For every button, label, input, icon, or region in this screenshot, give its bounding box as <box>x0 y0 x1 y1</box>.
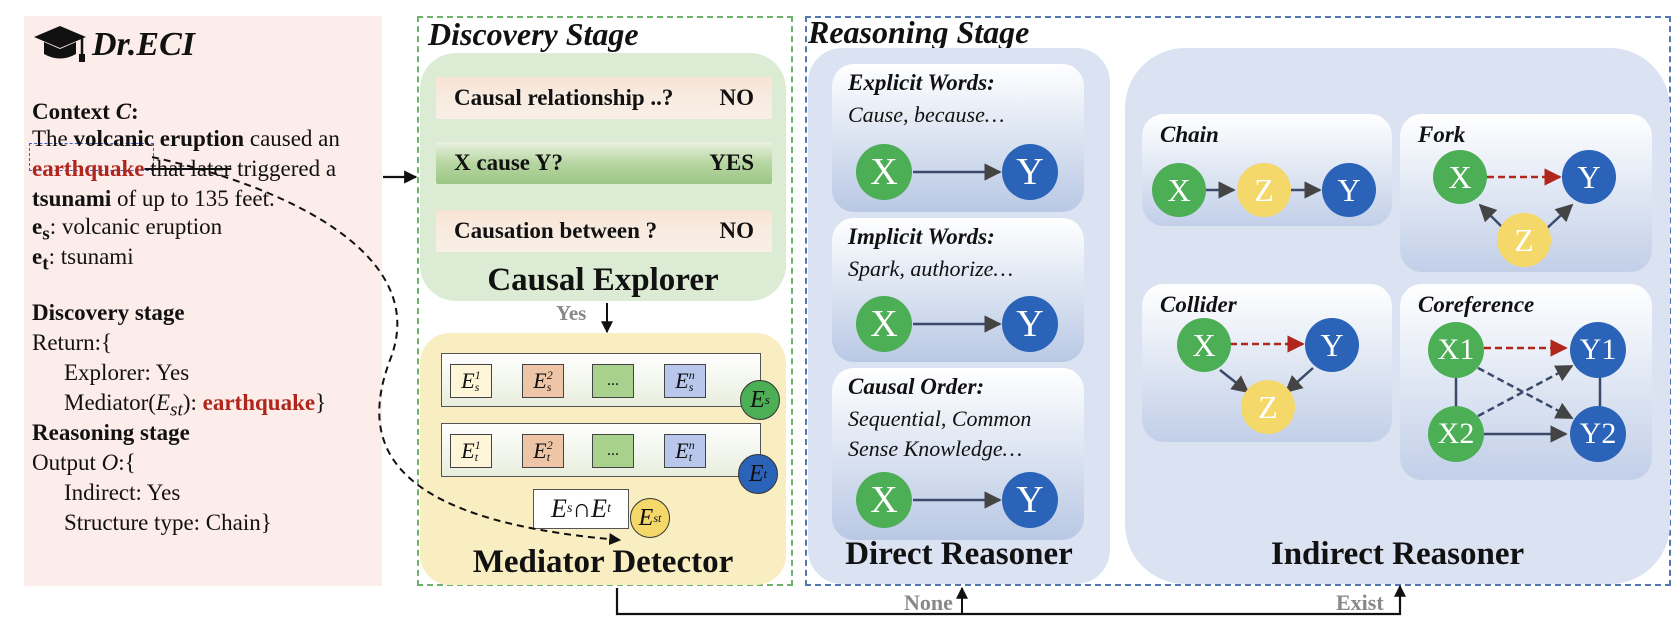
arrow-fork-zy <box>1544 203 1574 231</box>
causal-explorer-label: Causal Explorer <box>487 262 719 298</box>
et-line: et: tsunami <box>32 244 134 275</box>
question-row: X cause Y? YES <box>436 142 772 184</box>
indirect-line: Indirect: Yes <box>64 480 181 505</box>
logo: Dr.ECI <box>32 20 195 70</box>
event-cell: ... <box>592 434 634 468</box>
explicit-words-card: Explicit Words: Cause, because… X Y <box>832 64 1084 212</box>
reasoning-heading: Reasoning stage <box>32 420 190 445</box>
collider-node-z: Z <box>1241 380 1295 434</box>
card-body: Sense Knowledge… <box>848 436 1023 461</box>
card-title: Implicit Words: <box>848 224 995 249</box>
answer-text: NO <box>719 85 755 110</box>
coref-node-y1: Y1 <box>1570 322 1626 378</box>
collider-title: Collider <box>1160 292 1237 317</box>
card-title: Explicit Words: <box>848 70 995 95</box>
reasoning-stage-title: Reasoning Stage <box>808 14 1030 50</box>
card-body: Spark, authorize… <box>848 256 1013 281</box>
exist-label: Exist <box>1336 590 1384 615</box>
arrow-collider-xz <box>1219 369 1250 394</box>
context-panel: Dr.ECI Context C: The volcanic eruption … <box>24 16 382 586</box>
none-label: None <box>904 590 953 615</box>
node-y: Y <box>1002 472 1058 528</box>
coref-node-y2: Y2 <box>1570 406 1626 462</box>
logo-text: Dr.ECI <box>92 26 195 63</box>
fork-node-y: Y <box>1562 150 1616 204</box>
card-body: Sequential, Common <box>848 406 1032 431</box>
mediator-word: earthquake <box>32 156 145 181</box>
chain-node-y: Y <box>1322 163 1376 217</box>
reasoning-stage-frame <box>805 16 1671 586</box>
return-line: Return:{ <box>32 330 113 355</box>
bottom-feedback-line <box>615 588 1402 616</box>
coref-node-x1: X1 <box>1428 322 1484 378</box>
indirect-reasoner-label: Indirect Reasoner <box>1270 536 1525 572</box>
discovery-stage-title: Discovery Stage <box>428 16 639 52</box>
graduation-cap-icon <box>34 26 86 62</box>
direct-reasoner-label: Direct Reasoner <box>845 536 1073 572</box>
node-y: Y <box>1002 144 1058 200</box>
output-line: Output O:{ <box>32 450 136 475</box>
coreference-title: Coreference <box>1418 292 1535 317</box>
structure-line: Structure type: Chain} <box>64 510 272 535</box>
context-line-3: tsunami of up to 135 feet. <box>32 186 275 211</box>
arrow-collider-yz <box>1284 367 1314 394</box>
yes-label: Yes <box>556 301 587 325</box>
fork-node-x: X <box>1433 150 1487 204</box>
mediator-line: Mediator(Est): earthquake} <box>64 390 327 421</box>
discovery-stage-frame <box>417 16 793 586</box>
chain-title: Chain <box>1160 122 1219 147</box>
question-row: Causation between ? NO <box>436 210 772 252</box>
mediator-detector-label: Mediator Detector <box>472 544 734 580</box>
chain-node-x: X <box>1152 163 1206 217</box>
fork-node-z: Z <box>1497 213 1551 267</box>
question-text: Causation between ? <box>454 218 658 243</box>
discovery-heading: Discovery stage <box>32 300 185 325</box>
collider-node-x: X <box>1177 318 1231 372</box>
causal-order-card: Causal Order: Sequential, Common Sense K… <box>832 368 1084 540</box>
collider-node-y: Y <box>1305 318 1359 372</box>
context-heading: Context C: <box>32 99 139 124</box>
chain-node-z: Z <box>1237 163 1291 217</box>
arrow-coref-x2y1 <box>1477 364 1574 418</box>
answer-text: NO <box>719 218 755 243</box>
node-x: X <box>856 472 912 528</box>
implicit-words-card: Implicit Words: Spark, authorize… X Y <box>832 218 1084 362</box>
question-text: X cause Y? <box>454 150 564 175</box>
node-x: X <box>856 296 912 352</box>
context-line-1: The volcanic eruption caused an <box>32 126 340 151</box>
card-title: Causal Order: <box>848 374 985 399</box>
coref-node-x2: X2 <box>1428 406 1484 462</box>
dashed-mediator-curve <box>151 156 622 546</box>
card-body: Cause, because… <box>848 102 1005 127</box>
context-line-2: earthquake that later triggered a <box>32 156 337 181</box>
fork-title: Fork <box>1418 122 1466 147</box>
arrow-coref-x1y2 <box>1477 366 1574 420</box>
es-line: es: volcanic eruption <box>32 214 223 245</box>
node-y: Y <box>1002 296 1058 352</box>
node-x: X <box>856 144 912 200</box>
answer-text: YES <box>709 150 754 175</box>
question-text: Causal relationship ..? <box>454 85 674 110</box>
question-row: Causal relationship ..? NO <box>436 77 772 119</box>
event-cell: ... <box>592 364 634 398</box>
explorer-line: Explorer: Yes <box>64 360 190 385</box>
